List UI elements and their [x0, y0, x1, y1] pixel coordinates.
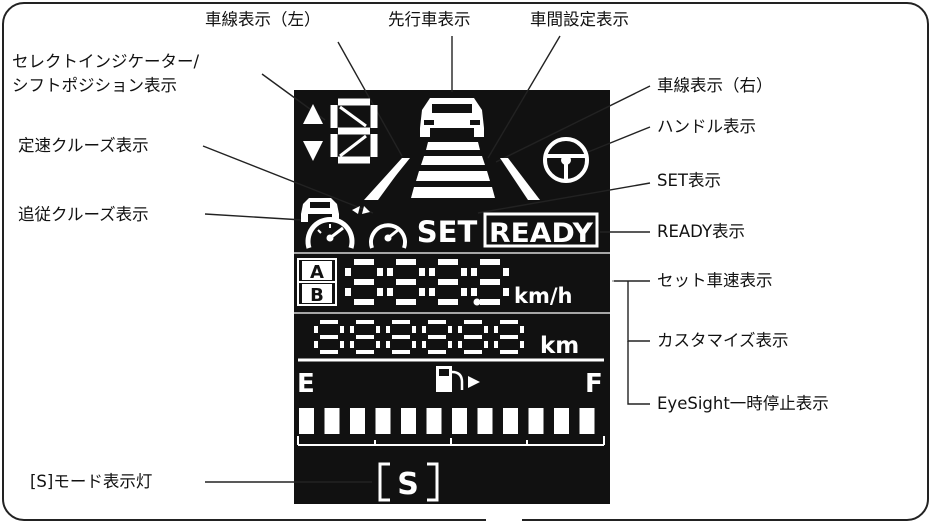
fuel-segment	[426, 408, 442, 434]
steering-wheel-icon	[543, 137, 589, 183]
shift-digit	[330, 98, 378, 164]
set-speed-digits	[345, 259, 509, 305]
fuel-segment	[401, 408, 416, 434]
fuel-segment	[477, 408, 493, 434]
label-steering: ハンドル表示	[657, 117, 756, 136]
fuel-segment	[350, 408, 365, 434]
leader-set	[477, 182, 651, 214]
lane-outer-lines	[370, 163, 538, 200]
odo-digit	[314, 320, 344, 354]
leader-steering	[587, 126, 651, 153]
shift-arrows	[303, 104, 323, 161]
fuel-segment	[554, 408, 569, 434]
label-set-speed: セット車速表示	[657, 271, 773, 290]
set-speed-box	[288, 252, 614, 314]
s-mode-text: S	[397, 467, 419, 502]
leading-car-icon	[420, 98, 484, 137]
fuel-segment	[579, 408, 595, 434]
leader-customize	[627, 281, 650, 342]
cruise-const-icon	[369, 223, 407, 249]
fuel-pump-icon	[436, 366, 480, 392]
leader-distance-setting	[487, 35, 561, 159]
leader-eyesight	[627, 341, 650, 405]
label-cruise-follow: 追従クルーズ表示	[18, 205, 149, 224]
label-eyesight-pause: EyeSight一時停止表示	[657, 394, 829, 413]
fuel-segment	[528, 408, 544, 434]
label-lane-right: 車線表示（右）	[657, 76, 773, 95]
ab-indicator: A B	[297, 258, 337, 306]
set-indicator: SET	[417, 214, 478, 249]
odo-digit	[458, 320, 488, 354]
odo-digit	[350, 320, 380, 354]
label-ready: READY表示	[657, 222, 746, 241]
s-mode-lamp	[378, 462, 439, 502]
fuel-scale	[297, 436, 605, 446]
label-leading-car: 先行車表示	[388, 10, 471, 29]
label-set: SET表示	[657, 171, 721, 190]
odo-digit	[494, 320, 524, 354]
speedometer-icon	[305, 216, 355, 249]
fuel-segment	[452, 408, 467, 434]
fuel-segment	[324, 408, 340, 434]
ab-b-text: B	[310, 285, 324, 306]
ready-indicator: READY	[483, 212, 599, 249]
label-s-mode-lamp: [S]モード表示灯	[30, 472, 153, 491]
ab-a-text: A	[310, 262, 324, 283]
odo-digit	[386, 320, 416, 354]
speed-decimal-point	[473, 298, 481, 306]
leader-lane-right	[495, 85, 651, 163]
ready-text: READY	[489, 218, 593, 249]
speed-unit: km/h	[514, 284, 572, 308]
customize-digits	[314, 320, 524, 354]
label-lane-left: 車線表示（左）	[205, 10, 321, 29]
fuel-gauge-bars	[299, 408, 595, 434]
fuel-segment	[299, 408, 314, 434]
frame-gap	[486, 514, 522, 524]
cruise-small-arrows	[352, 206, 370, 214]
fuel-segment	[503, 408, 518, 434]
speed-digit	[345, 259, 383, 305]
odo-unit: km	[540, 333, 579, 359]
speed-digit	[429, 259, 467, 305]
leader-cruise-follow	[204, 213, 304, 221]
set-text: SET	[417, 215, 478, 249]
distance-bars	[411, 142, 495, 198]
shift-up-arrow	[303, 104, 323, 124]
odo-digit	[422, 320, 452, 354]
leader-cruise-const	[202, 145, 374, 214]
label-cruise-const: 定速クルーズ表示	[18, 136, 149, 155]
fuel-segment	[375, 408, 391, 434]
speed-digit	[471, 259, 509, 305]
label-selector-line2: シフトポジション表示	[12, 76, 177, 95]
speed-digit	[387, 259, 425, 305]
shift-down-arrow	[303, 141, 323, 161]
label-selector-line1: セレクトインジケーター/	[12, 52, 200, 71]
label-customize: カスタマイズ表示	[657, 331, 789, 350]
label-distance-setting: 車間設定表示	[530, 10, 629, 29]
fuel-empty-label: E	[297, 369, 315, 399]
fuel-full-label: F	[585, 369, 603, 399]
